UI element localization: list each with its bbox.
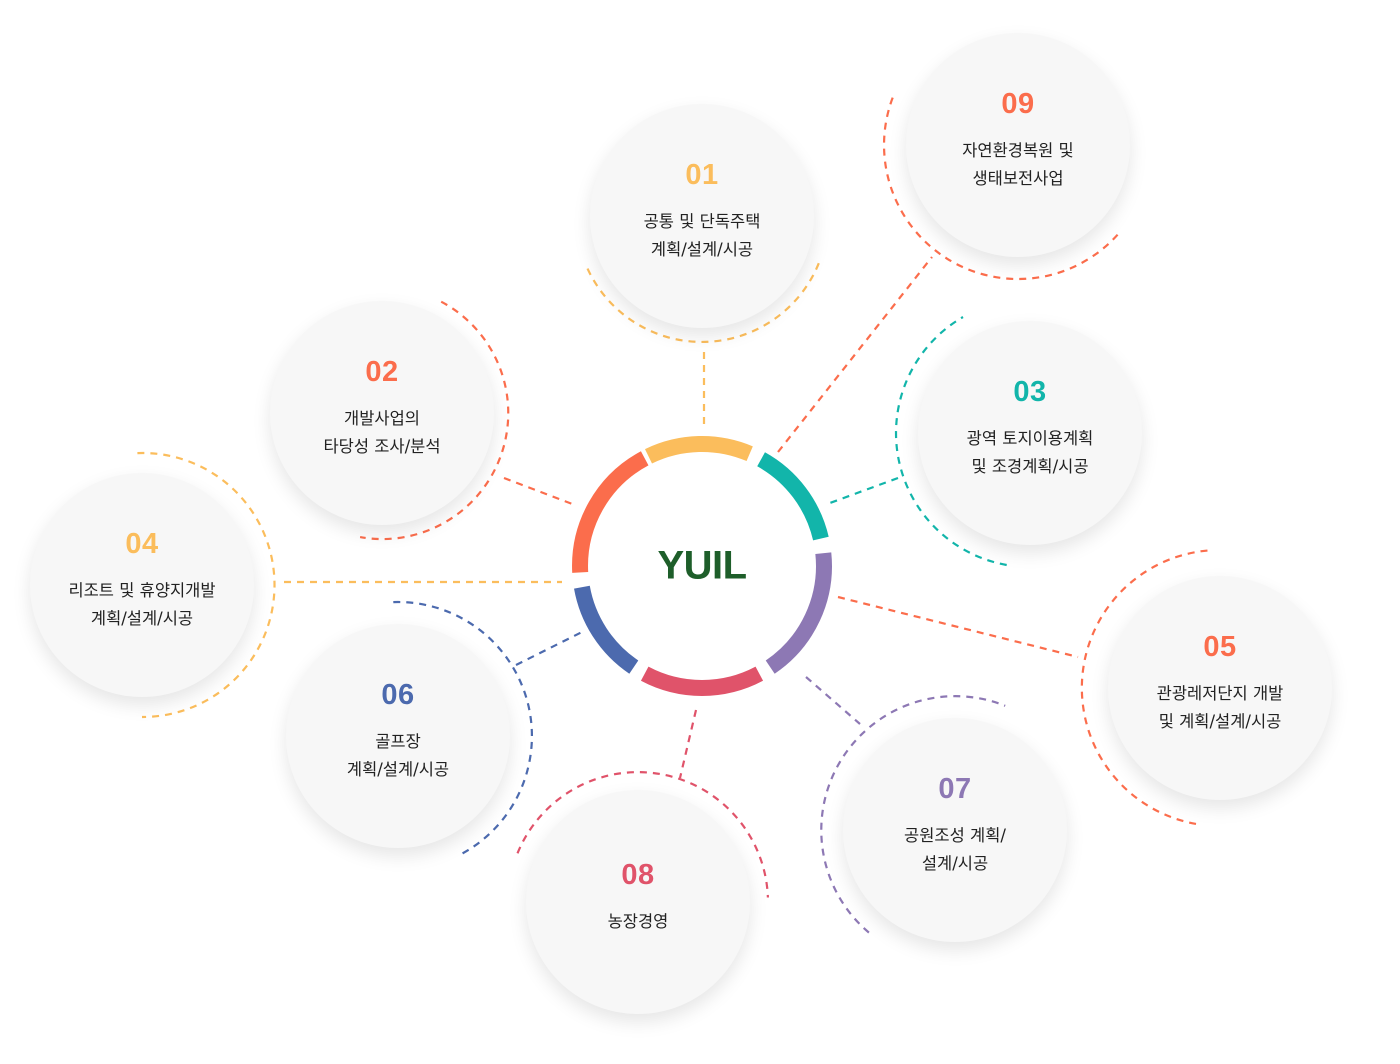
node-number: 06	[381, 678, 415, 711]
node-text-line: 농장경영	[607, 911, 669, 931]
ring-segment-1	[644, 436, 753, 464]
node-number: 05	[1203, 630, 1237, 663]
node-text-line: 리조트 및 휴양지개발	[68, 580, 216, 600]
node-07: 07 공원조성 계획/ 설계/시공	[843, 718, 1067, 942]
node-text-line: 계획/설계/시공	[650, 239, 754, 259]
node-text-line: 자연환경복원 및	[962, 140, 1074, 160]
node-text-line: 골프장	[375, 731, 421, 751]
node-arc-09	[882, 94, 1119, 281]
connector-06	[515, 631, 583, 666]
connector-07	[805, 676, 861, 725]
node-number: 09	[1001, 87, 1035, 120]
node-text-line: 공원조성 계획/	[904, 825, 1006, 845]
node-text-line: 계획/설계/시공	[346, 759, 450, 779]
node-03: 03 광역 토지이용계획 및 조경계획/시공	[918, 321, 1142, 545]
center-label: YUIL	[657, 543, 747, 588]
connector-03	[829, 476, 899, 505]
connector-02	[503, 476, 576, 507]
node-arc-05	[1080, 549, 1211, 825]
ring-segment-5	[574, 585, 639, 674]
ring-segment-2	[757, 452, 829, 541]
node-number: 07	[938, 772, 972, 805]
node-06: 06 골프장 계획/설계/시공	[286, 624, 510, 848]
node-arc-07	[820, 695, 1006, 934]
node-04: 04 리조트 및 휴양지개발 계획/설계/시공	[30, 473, 254, 697]
node-09: 09 자연환경복원 및 생태보전사업	[906, 33, 1130, 257]
ring-segment-6	[572, 451, 649, 573]
connector-08	[678, 709, 698, 779]
connector-09	[777, 256, 933, 453]
node-text-line: 타당성 조사/분석	[323, 436, 441, 456]
node-02: 02 개발사업의 타당성 조사/분석	[270, 301, 494, 525]
node-text-line: 생태보전사업	[972, 168, 1064, 188]
node-text-line: 공통 및 단독주택	[643, 211, 761, 231]
node-text-line: 광역 토지이용계획	[966, 428, 1094, 448]
ring-segment-3	[765, 552, 832, 674]
connector-05	[837, 595, 1079, 659]
node-arc-08	[516, 771, 769, 898]
node-arc-01	[584, 262, 820, 344]
node-01: 01 공통 및 단독주택 계획/설계/시공	[590, 104, 814, 328]
node-number: 04	[125, 527, 159, 560]
node-text-line: 계획/설계/시공	[90, 608, 194, 628]
node-text-line: 관광레저단지 개발	[1156, 683, 1284, 703]
ring-segment-4	[640, 666, 764, 696]
node-number: 08	[621, 858, 655, 891]
node-text-line: 및 조경계획/시공	[971, 456, 1089, 476]
node-arc-03	[894, 316, 1007, 567]
node-number: 03	[1013, 375, 1047, 408]
node-number: 02	[365, 355, 399, 388]
node-08: 08 농장경영	[526, 790, 750, 1014]
node-text-line: 개발사업의	[344, 408, 420, 428]
node-05: 05 관광레저단지 개발 및 계획/설계/시공	[1108, 576, 1332, 800]
node-arc-04	[137, 451, 276, 719]
node-number: 01	[685, 158, 719, 191]
node-text-line: 설계/시공	[921, 853, 989, 873]
node-arc-02	[359, 300, 510, 541]
node-arc-06	[393, 600, 533, 856]
node-text-line: 및 계획/설계/시공	[1158, 711, 1282, 731]
